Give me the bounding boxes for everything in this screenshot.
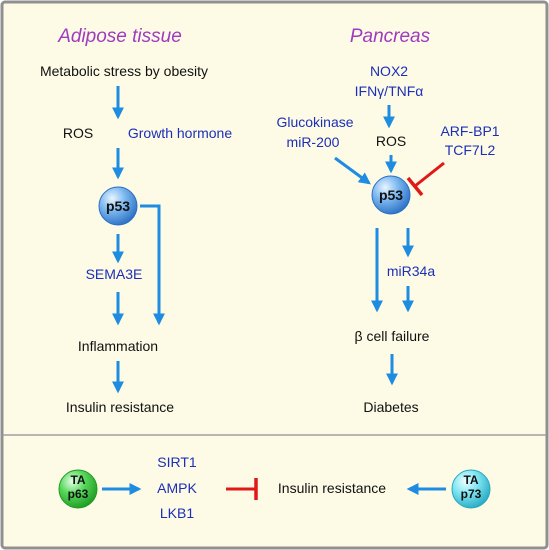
tap63-top-label: TA — [70, 473, 85, 487]
glucokinase-label: Glucokinase — [276, 114, 353, 130]
inhibit-arf-bp1-to-p53 — [406, 161, 445, 197]
tap63-bottom-label: p63 — [68, 487, 89, 501]
inflammation-label: Inflammation — [78, 338, 158, 354]
tap73-top-label: TA — [463, 473, 478, 487]
tcf7l2-label: TCF7L2 — [445, 142, 496, 158]
nox2-label: NOX2 — [370, 63, 408, 79]
adipose-insulin-resistance-label: Insulin resistance — [66, 399, 174, 415]
tap73-ball: TA p73 — [451, 469, 491, 509]
mir34a-label: miR34a — [387, 263, 435, 279]
arf-bp1-label: ARF-BP1 — [440, 123, 499, 139]
metabolic-stress-label: Metabolic stress by obesity — [40, 63, 208, 79]
diabetes-label: Diabetes — [363, 399, 418, 415]
ifn-tnf-label: IFNγ/TNFα — [355, 83, 424, 99]
mir200-label: miR-200 — [287, 134, 340, 150]
inhibit-sirt1-group-to-insulin-resistance — [226, 478, 258, 500]
adipose-title: Adipose tissue — [57, 26, 182, 47]
pancreas-p53-label: p53 — [379, 187, 403, 203]
sirt1-label: SIRT1 — [157, 454, 197, 470]
pancreas-p53-ball: p53 — [371, 175, 411, 215]
tap73-bottom-label: p73 — [461, 487, 482, 501]
bottom-insulin-resistance-label: Insulin resistance — [278, 480, 386, 496]
arrow-glucokinase-to-p53 — [334, 156, 371, 185]
sema3e-label: SEMA3E — [86, 266, 143, 282]
adipose-ros-label: ROS — [63, 125, 93, 141]
growth-hormone-label: Growth hormone — [128, 125, 232, 141]
adipose-p53-label: p53 — [106, 198, 130, 214]
lkb1-label: LKB1 — [160, 505, 194, 521]
pancreas-ros-label: ROS — [376, 133, 406, 149]
pancreas-title: Pancreas — [350, 26, 431, 47]
tap63-ball: TA p63 — [58, 469, 98, 509]
adipose-p53-ball: p53 — [98, 186, 138, 226]
arrow-p53-to-inflammation-bypass — [140, 204, 165, 326]
ampk-label: AMPK — [157, 480, 197, 496]
beta-cell-failure-label: β cell failure — [355, 328, 430, 344]
